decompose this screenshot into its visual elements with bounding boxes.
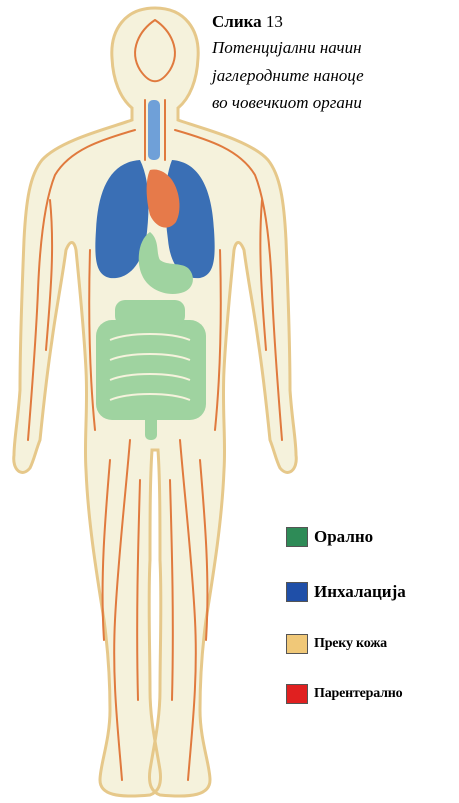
- caption-line: во човечкиот органи: [212, 93, 362, 113]
- caption-label: Слика: [212, 12, 262, 31]
- legend-item-skin: Преку кожа: [286, 632, 458, 658]
- legend-swatch: [286, 684, 308, 704]
- legend-label: Инхалација: [314, 580, 406, 604]
- legend-swatch: [286, 582, 308, 602]
- figure-caption-title: Слика 13: [212, 12, 283, 32]
- caption-line: Потенцијални начин: [212, 38, 362, 58]
- rectum: [145, 415, 157, 440]
- trachea: [148, 100, 160, 160]
- legend-swatch: [286, 527, 308, 547]
- legend-item-oral: Орално: [286, 525, 458, 551]
- legend-item-parenteral: Парентерално: [286, 682, 458, 708]
- intestine-upper: [115, 300, 185, 326]
- caption-number: 13: [266, 12, 283, 31]
- legend-label: Преку кожа: [314, 632, 387, 656]
- caption-line: јаглеродните наноце: [212, 66, 364, 86]
- legend-item-inhalation: Инхалација: [286, 580, 458, 606]
- legend-label: Парентерално: [314, 682, 402, 706]
- legend-swatch: [286, 634, 308, 654]
- legend-label: Орално: [314, 525, 373, 549]
